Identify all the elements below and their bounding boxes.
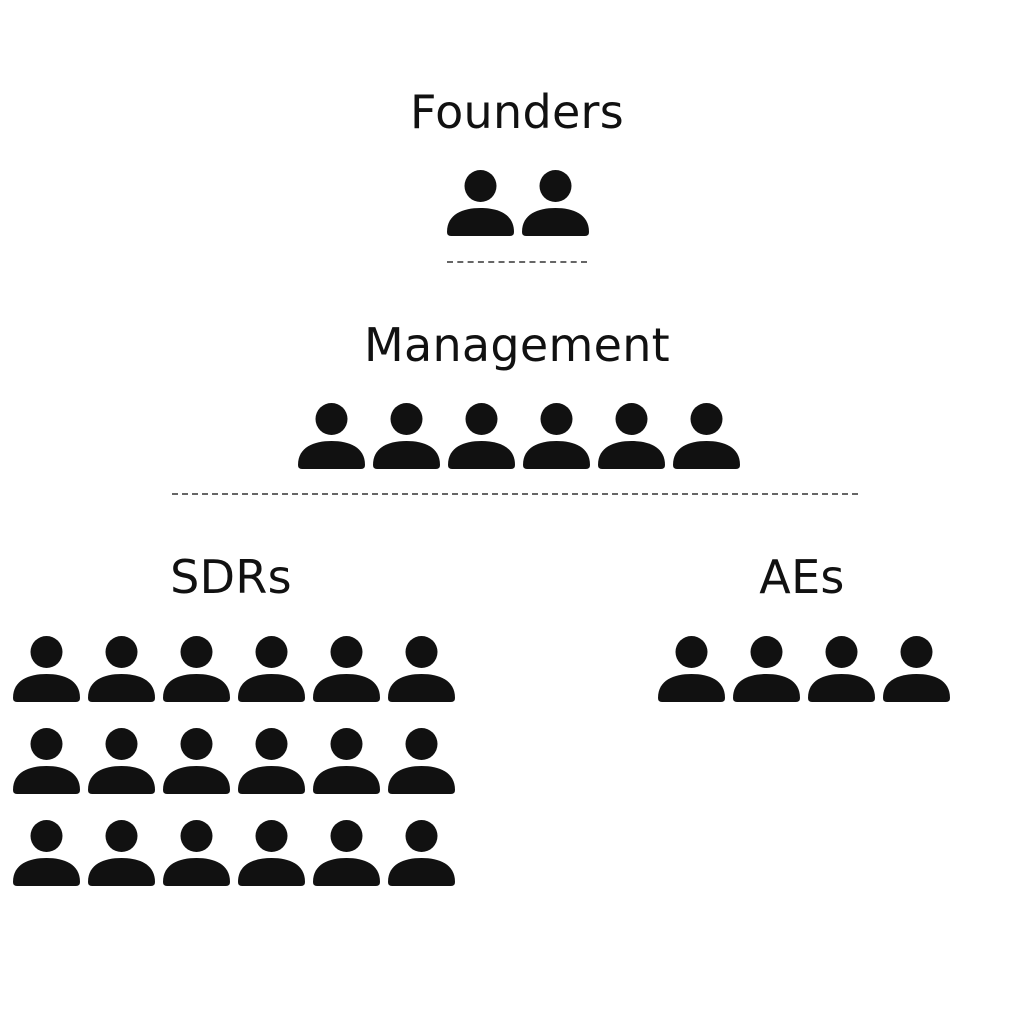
person-icon — [13, 728, 80, 794]
person-icon — [448, 403, 515, 469]
person-icon — [388, 636, 455, 702]
person-icon — [313, 728, 380, 794]
person-icon — [522, 170, 589, 236]
sdrs-icon-row — [12, 820, 456, 886]
management-icons — [297, 403, 741, 469]
person-icon — [238, 728, 305, 794]
person-icon — [298, 403, 365, 469]
person-icon — [883, 636, 950, 702]
founders-label: Founders — [409, 85, 625, 139]
founders-divider — [447, 261, 587, 263]
person-icon — [13, 820, 80, 886]
person-icon — [88, 820, 155, 886]
person-icon — [388, 820, 455, 886]
person-icon — [88, 636, 155, 702]
person-icon — [238, 820, 305, 886]
person-icon — [808, 636, 875, 702]
sdrs-label: SDRs — [170, 550, 292, 604]
aes-icons — [657, 636, 951, 702]
person-icon — [673, 403, 740, 469]
person-icon — [658, 636, 725, 702]
person-icon — [733, 636, 800, 702]
person-icon — [13, 636, 80, 702]
person-icon — [163, 636, 230, 702]
person-icon — [163, 820, 230, 886]
management-label: Management — [363, 318, 671, 372]
person-icon — [163, 728, 230, 794]
person-icon — [598, 403, 665, 469]
founders-icons — [446, 170, 590, 236]
person-icon — [313, 820, 380, 886]
person-icon — [238, 636, 305, 702]
person-icon — [313, 636, 380, 702]
person-icon — [447, 170, 514, 236]
person-icon — [523, 403, 590, 469]
person-icon — [388, 728, 455, 794]
person-icon — [88, 728, 155, 794]
management-divider — [172, 493, 858, 495]
aes-label: AEs — [759, 550, 845, 604]
sdrs-icon-row — [12, 728, 456, 794]
sdrs-icon-row — [12, 636, 456, 702]
person-icon — [373, 403, 440, 469]
